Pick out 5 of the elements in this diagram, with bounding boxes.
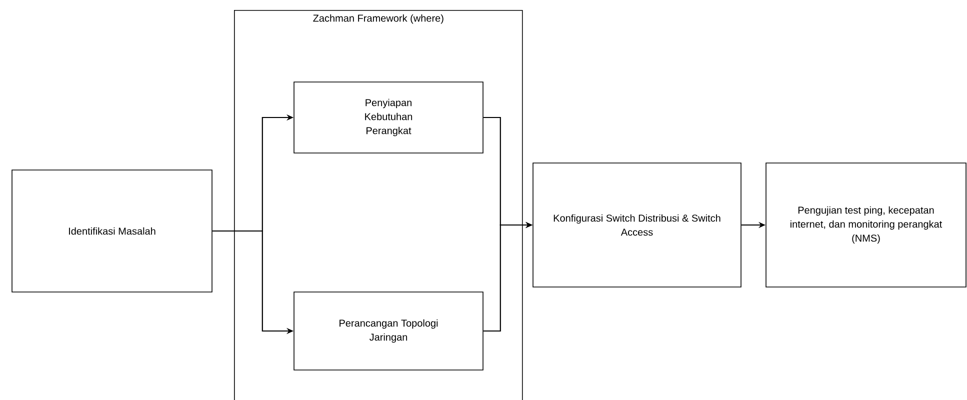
- process-box: Identifikasi Masalah: [12, 170, 212, 292]
- process-box: Pengujian test ping, kecepatan internet, dan monitoring perangkat (NMS): [766, 162, 966, 288]
- process-box: Konfigurasi Switch Distribusi & Switch Access: [532, 162, 742, 288]
- process-box: Penyiapan Kebutuhan Perangkat: [294, 82, 484, 154]
- process-box: Perancangan Topologi Jaringan: [294, 292, 484, 370]
